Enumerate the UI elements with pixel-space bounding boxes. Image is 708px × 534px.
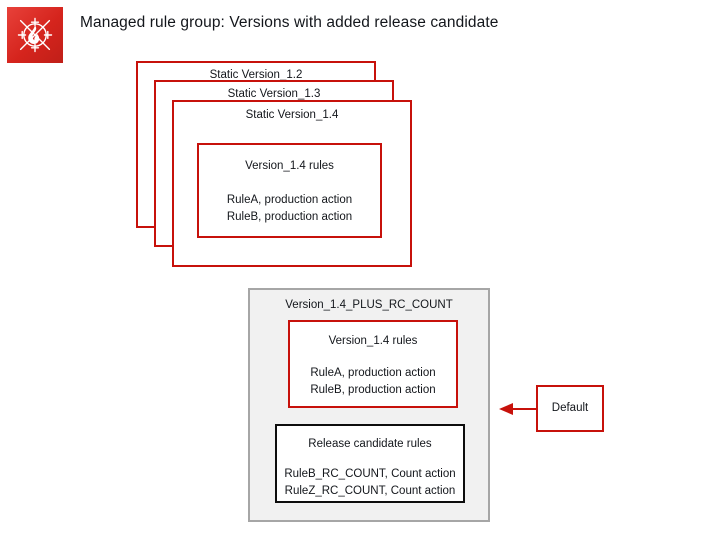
version-1-4-rules-box: Version_1.4 rules RuleA, production acti… xyxy=(197,143,382,238)
static-version-card-label: Static Version_1.3 xyxy=(227,88,321,100)
aws-waf-flame-target-icon xyxy=(13,13,57,57)
default-callout-label: Default xyxy=(551,402,589,414)
release-candidate-rules-box: Release candidate rules RuleB_RC_COUNT, … xyxy=(275,424,465,503)
page-title: Managed rule group: Versions with added … xyxy=(80,14,499,31)
rule-line: RuleZ_RC_COUNT, Count action xyxy=(284,485,456,497)
aws-waf-logo xyxy=(7,7,63,63)
rule-line: RuleA, production action xyxy=(226,194,353,206)
rule-line: RuleB_RC_COUNT, Count action xyxy=(284,468,456,480)
rule-line: RuleB, production action xyxy=(226,211,353,223)
rc-panel-label: Version_1.4_PLUS_RC_COUNT xyxy=(285,299,453,311)
default-callout-box: Default xyxy=(536,385,604,432)
rc-panel-production-rules-box: Version_1.4 rules RuleA, production acti… xyxy=(288,320,458,408)
rules-box-title: Version_1.4 rules xyxy=(245,160,334,172)
left-arrow-icon xyxy=(497,399,539,419)
rule-line: RuleA, production action xyxy=(310,367,436,379)
rules-box-lines: RuleB_RC_COUNT, Count action RuleZ_RC_CO… xyxy=(277,466,463,500)
rule-line: RuleB, production action xyxy=(310,384,436,396)
rules-box-lines: RuleA, production action RuleB, producti… xyxy=(290,365,456,399)
rules-box-lines: RuleA, production action RuleB, producti… xyxy=(199,192,380,226)
rules-box-title: Version_1.4 rules xyxy=(328,335,418,347)
static-version-card-label: Static Version_1.2 xyxy=(209,69,303,81)
static-version-card-label: Static Version_1.4 xyxy=(245,109,339,121)
rules-box-title: Release candidate rules xyxy=(308,438,432,450)
